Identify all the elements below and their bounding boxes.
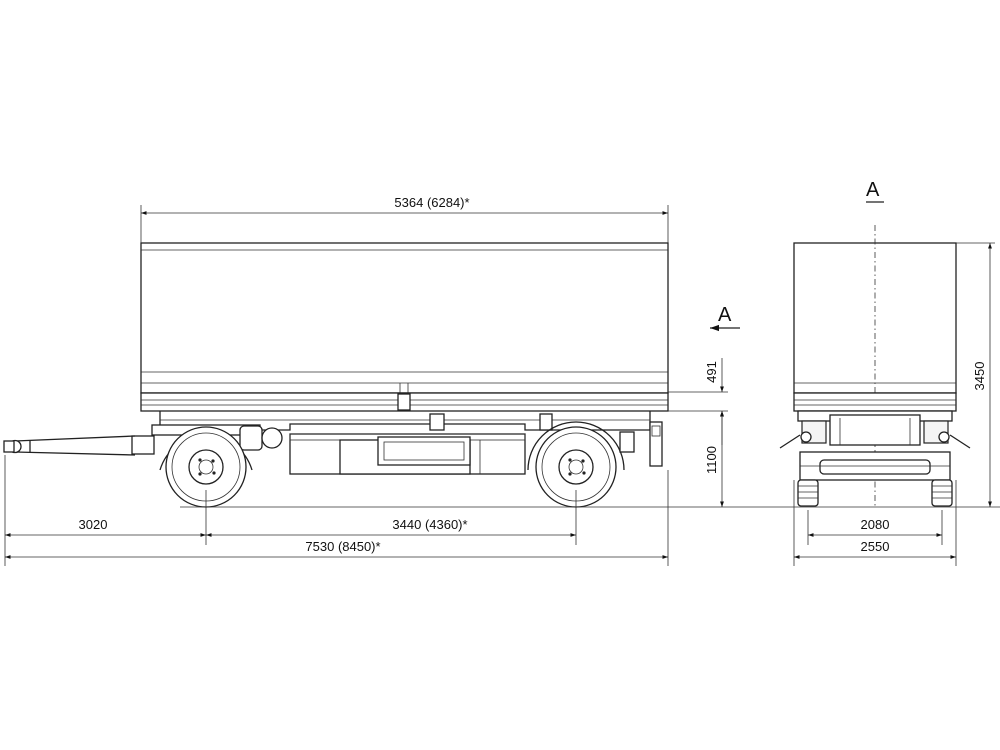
rear-bumper: [799, 451, 951, 481]
section-mark-label: A: [718, 304, 732, 326]
side-dimensions: 5364 (6284)* 3020 3440 (4360)* 7530 (845…: [4, 195, 1000, 566]
tool-box: [289, 433, 526, 475]
dim-platform-height: 1100: [704, 446, 719, 474]
dim-drawbar-to-axle: 3020: [79, 517, 108, 532]
dim-overall-width: 2550: [861, 539, 890, 554]
dim-wheelbase: 3440 (4360)*: [392, 517, 467, 532]
dim-overall-height: 3450: [972, 362, 987, 391]
drawbar: [3, 435, 136, 456]
rear-dimensions: 3450 2080 2550: [793, 242, 995, 566]
dim-side-height: 491: [704, 361, 719, 383]
rear-view-title: A: [866, 179, 880, 201]
front-wheel: [159, 426, 253, 508]
side-view: [3, 242, 669, 508]
tarpaulin-body: [140, 242, 669, 394]
rear-view-wheels: [797, 479, 953, 507]
dim-overall-length: 7530 (8450)*: [305, 539, 380, 554]
rear-lights: [619, 421, 663, 467]
rear-underframe: [779, 410, 971, 449]
dim-track-width: 2080: [861, 517, 890, 532]
rear-view: A: [779, 179, 971, 507]
dim-body-length: 5364 (6284)*: [394, 195, 469, 210]
